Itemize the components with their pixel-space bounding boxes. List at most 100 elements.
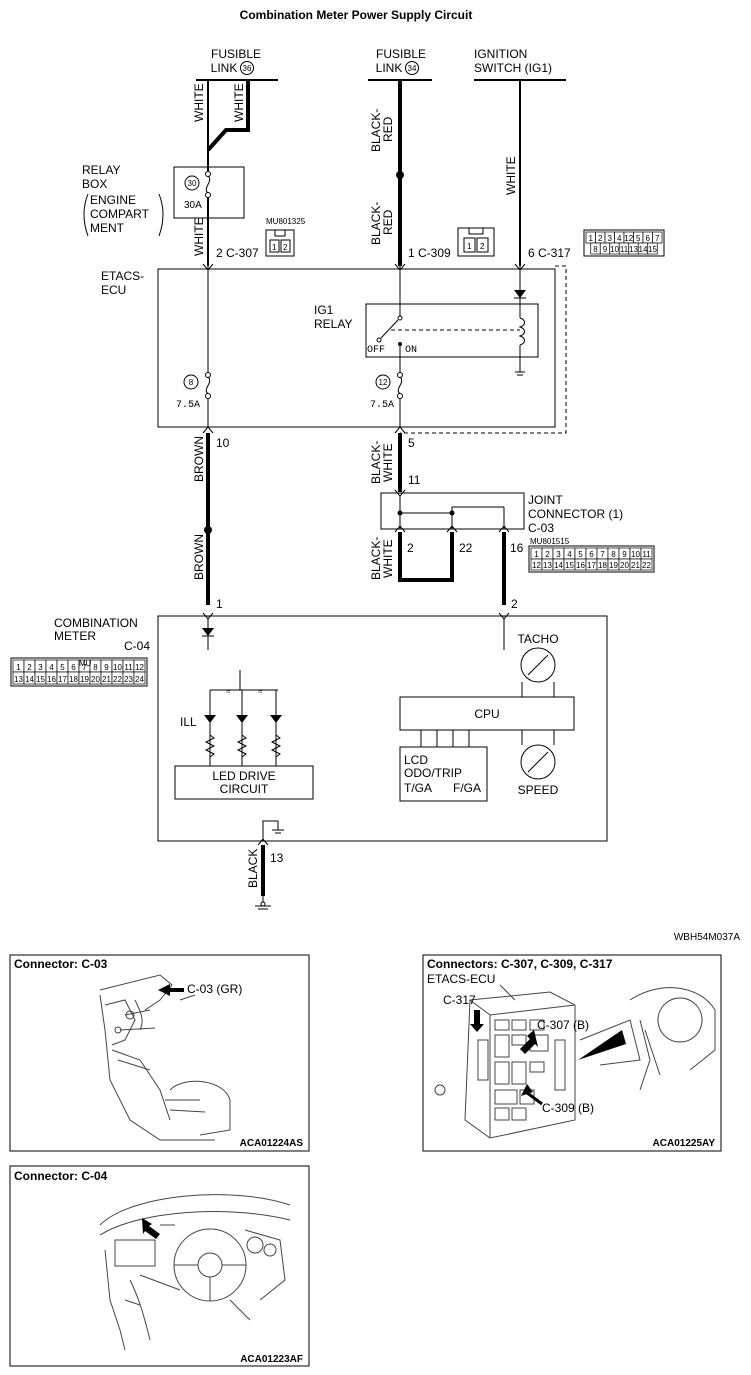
c04-pin: 16 (47, 675, 56, 684)
led-drive-circuit-box (174, 765, 314, 800)
terminal-13: 13 (270, 851, 284, 865)
ig1-relay-box (365, 303, 539, 358)
c03-pin: 18 (598, 561, 607, 570)
relay-box-label: RELAY (82, 163, 120, 177)
c04-pin: 20 (91, 675, 100, 684)
terminal-10: 10 (216, 436, 230, 450)
meter-label: COMBINATION (54, 616, 138, 630)
lcd-label3: T/GA (404, 781, 432, 795)
c04-pin: 23 (124, 675, 133, 684)
ill-label: ILL (180, 715, 197, 729)
c03-pin: 2 (545, 550, 550, 559)
led-array (204, 690, 282, 766)
c04-pin: 7 (82, 663, 87, 672)
panel-c307-sub: ETACS-ECU (427, 972, 495, 986)
panel-c04-code: ACA01223AF (240, 1354, 303, 1365)
speed-gauge-icon (520, 744, 556, 780)
joint-connector-label2: CONNECTOR (1) (528, 507, 623, 521)
wire-color-red-2: RED (381, 209, 395, 235)
wire-color-white-5: WHITE (381, 443, 395, 482)
c04-pin: 21 (102, 675, 111, 684)
fusible-link-36-num: 36 (243, 64, 252, 73)
c04-label: C-04 (124, 639, 150, 653)
relay-box-compart: COMPART (90, 207, 150, 221)
panel-c04-illustration (99, 1194, 291, 1351)
relay-fuse-num: 30 (188, 179, 197, 188)
tacho-label: TACHO (517, 632, 558, 646)
ignition-switch-sub: SWITCH (IG1) (474, 61, 552, 75)
c317-pin: 12 (624, 234, 633, 243)
relay-off-label: OFF (367, 345, 385, 356)
c03-pin: 14 (554, 561, 563, 570)
terminal-5: 5 (408, 436, 415, 450)
wire-color-white-4: WHITE (504, 156, 518, 195)
c04-pin: 4 (49, 663, 54, 672)
relay-box-label2: BOX (82, 177, 107, 191)
c309-label: 1 C-309 (408, 246, 451, 260)
panel-c307-callout-3: C-309 (B) (542, 1101, 594, 1115)
c317-pin: 3 (608, 234, 613, 243)
wire-color-black-2: BLACK- (369, 202, 383, 245)
terminal-1: 1 (216, 597, 223, 611)
fusible-link-34-num: 34 (408, 64, 417, 73)
fuse-8-rating: 7.5A (176, 400, 200, 411)
c04-pin: 6 (71, 663, 76, 672)
wire-color-white-3: WHITE (192, 217, 206, 256)
panel-c03-title: Connector: C-03 (14, 957, 108, 971)
panel-c03-code: ACA01224AS (240, 1138, 304, 1149)
terminal-2: 2 (407, 541, 414, 555)
panel-c03-callout: C-03 (GR) (187, 982, 242, 996)
lcd-label: LCD (404, 753, 428, 767)
wire-color-red-1: RED (381, 116, 395, 142)
terminal-22: 22 (459, 541, 473, 555)
c03-pin: 21 (631, 561, 640, 570)
wire-color-black-5: BLACK (246, 849, 260, 888)
wire-color-black-3: BLACK- (369, 441, 383, 484)
c317-pin: 6 (646, 234, 651, 243)
panel-c307 (422, 954, 722, 1152)
etacs-ecu-box (157, 268, 556, 428)
fuse-8-num: 8 (189, 378, 194, 387)
fusible-link-34-sub: LINK (376, 61, 403, 75)
terminal-11: 11 (408, 473, 421, 487)
c317-label: 6 C-317 (528, 246, 571, 260)
c317-pin: 5 (636, 234, 641, 243)
break-mark-2: ≈ (258, 687, 263, 696)
relay-box-ment: MENT (90, 221, 125, 235)
c309-pin-2: 2 (480, 242, 485, 251)
panel-c307-illustration (434, 984, 716, 1139)
c317-pin: 9 (603, 245, 608, 254)
c04-pin: 1 (16, 663, 21, 672)
panel-c307-callout-1: C-317 (443, 993, 476, 1007)
c317-pin: 4 (617, 234, 622, 243)
c317-pin: 11 (620, 245, 629, 254)
c317-pin: 14 (639, 245, 648, 254)
wire-color-brown-2: BROWN (192, 534, 206, 580)
c03-pin: 9 (622, 550, 627, 559)
fusible-link-36-sub: LINK (211, 61, 238, 75)
c04-pin: 18 (69, 675, 78, 684)
c03-pin: 4 (567, 550, 572, 559)
panel-c307-arrow-3 (521, 1084, 533, 1096)
fusible-link-34-label: FUSIBLE (376, 47, 426, 61)
c04-pin: 5 (60, 663, 65, 672)
c317-pin: 10 (610, 245, 619, 254)
c04-pin: 19 (80, 675, 89, 684)
c04-pin: 3 (38, 663, 43, 672)
relay-box-engine: ENGINE (90, 193, 136, 207)
c04-pin: 13 (14, 675, 23, 684)
etacs-label2: ECU (101, 283, 126, 297)
c03-part: MU801515 (530, 537, 570, 546)
c04-pin: 2 (27, 663, 32, 672)
relay-on-label: ON (405, 345, 417, 356)
c04-pin: 24 (135, 675, 144, 684)
c317-pin: 1 (589, 234, 594, 243)
c04-pin: 12 (135, 663, 144, 672)
etacs-label: ETACS- (101, 269, 144, 283)
led-drive-label2: CIRCUIT (220, 782, 269, 796)
lcd-label2: ODO/TRIP (404, 766, 462, 780)
c04-mark: MU (79, 659, 92, 668)
c309-pin-1: 1 (467, 242, 472, 251)
panel-c03-illustration (99, 974, 231, 1141)
